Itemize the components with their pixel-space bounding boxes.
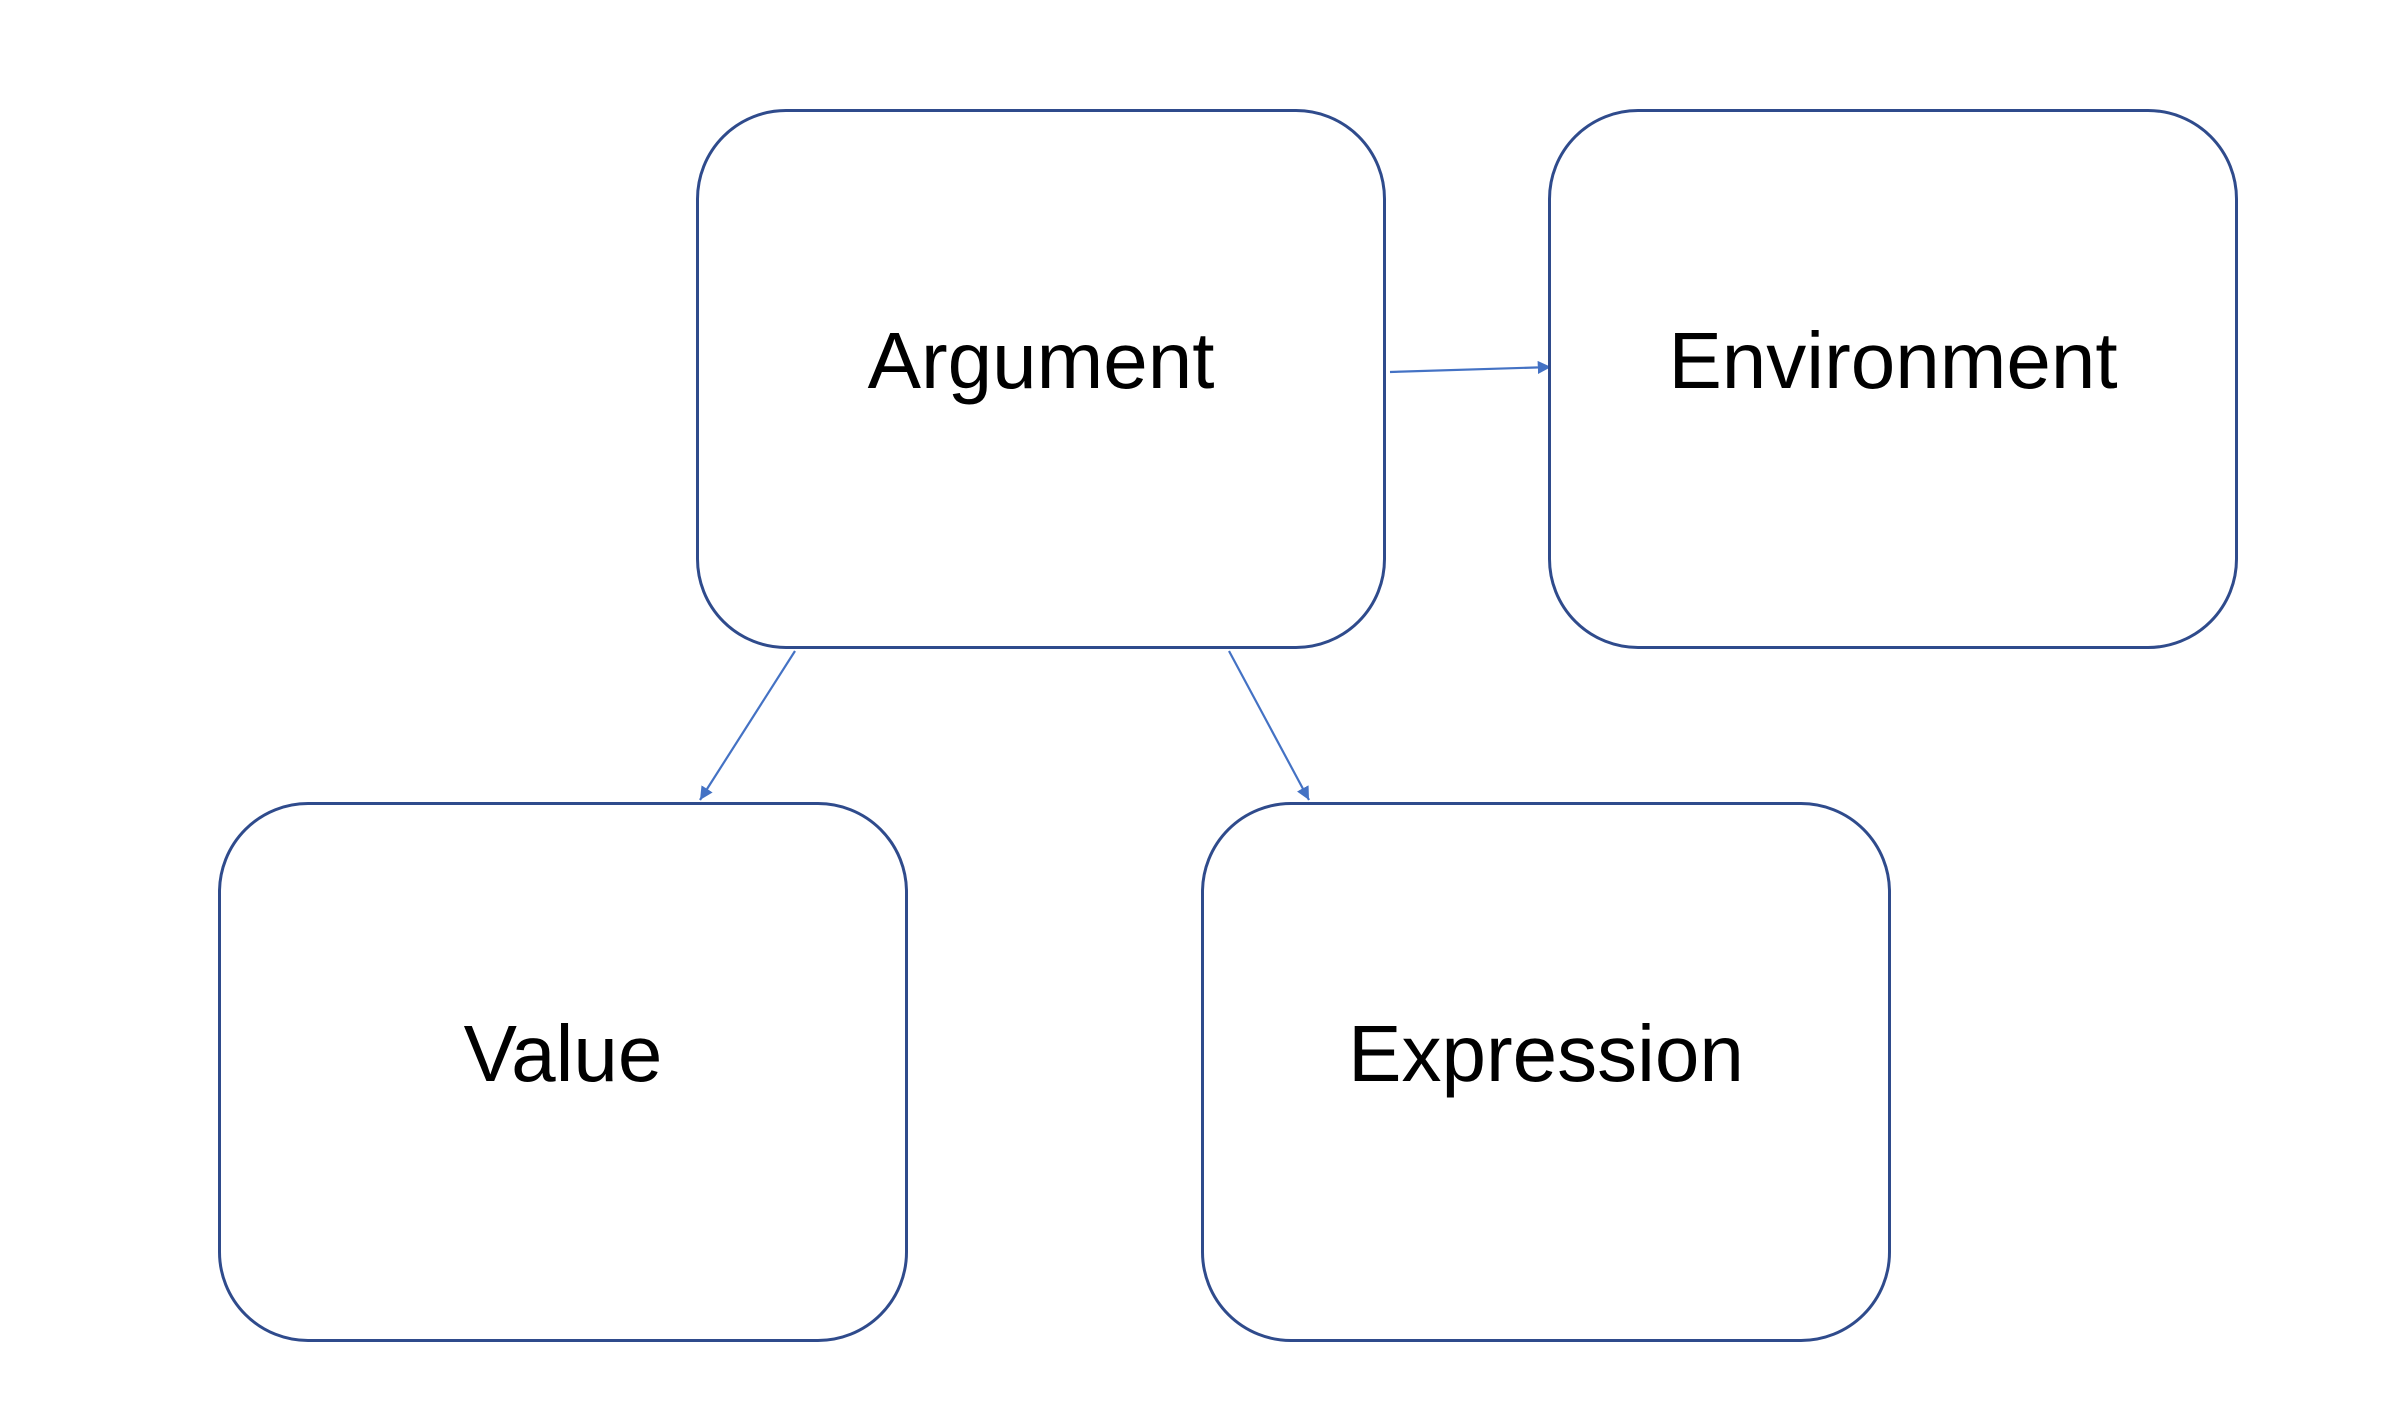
edge-argument-to-expression: [1228, 650, 1310, 801]
value-label: Value: [463, 1009, 663, 1098]
argument-label: Argument: [867, 316, 1215, 405]
expression-node: Expression: [1201, 802, 1891, 1342]
expression-label: Expression: [1348, 1009, 1744, 1098]
environment-label: Environment: [1668, 316, 2118, 405]
edge-argument-to-environment: [1389, 360, 1552, 375]
edge-argument-to-value: [699, 650, 796, 801]
environment-node: Environment: [1548, 109, 2238, 649]
value-node: Value: [218, 802, 908, 1342]
argument-node: Argument: [696, 109, 1386, 649]
